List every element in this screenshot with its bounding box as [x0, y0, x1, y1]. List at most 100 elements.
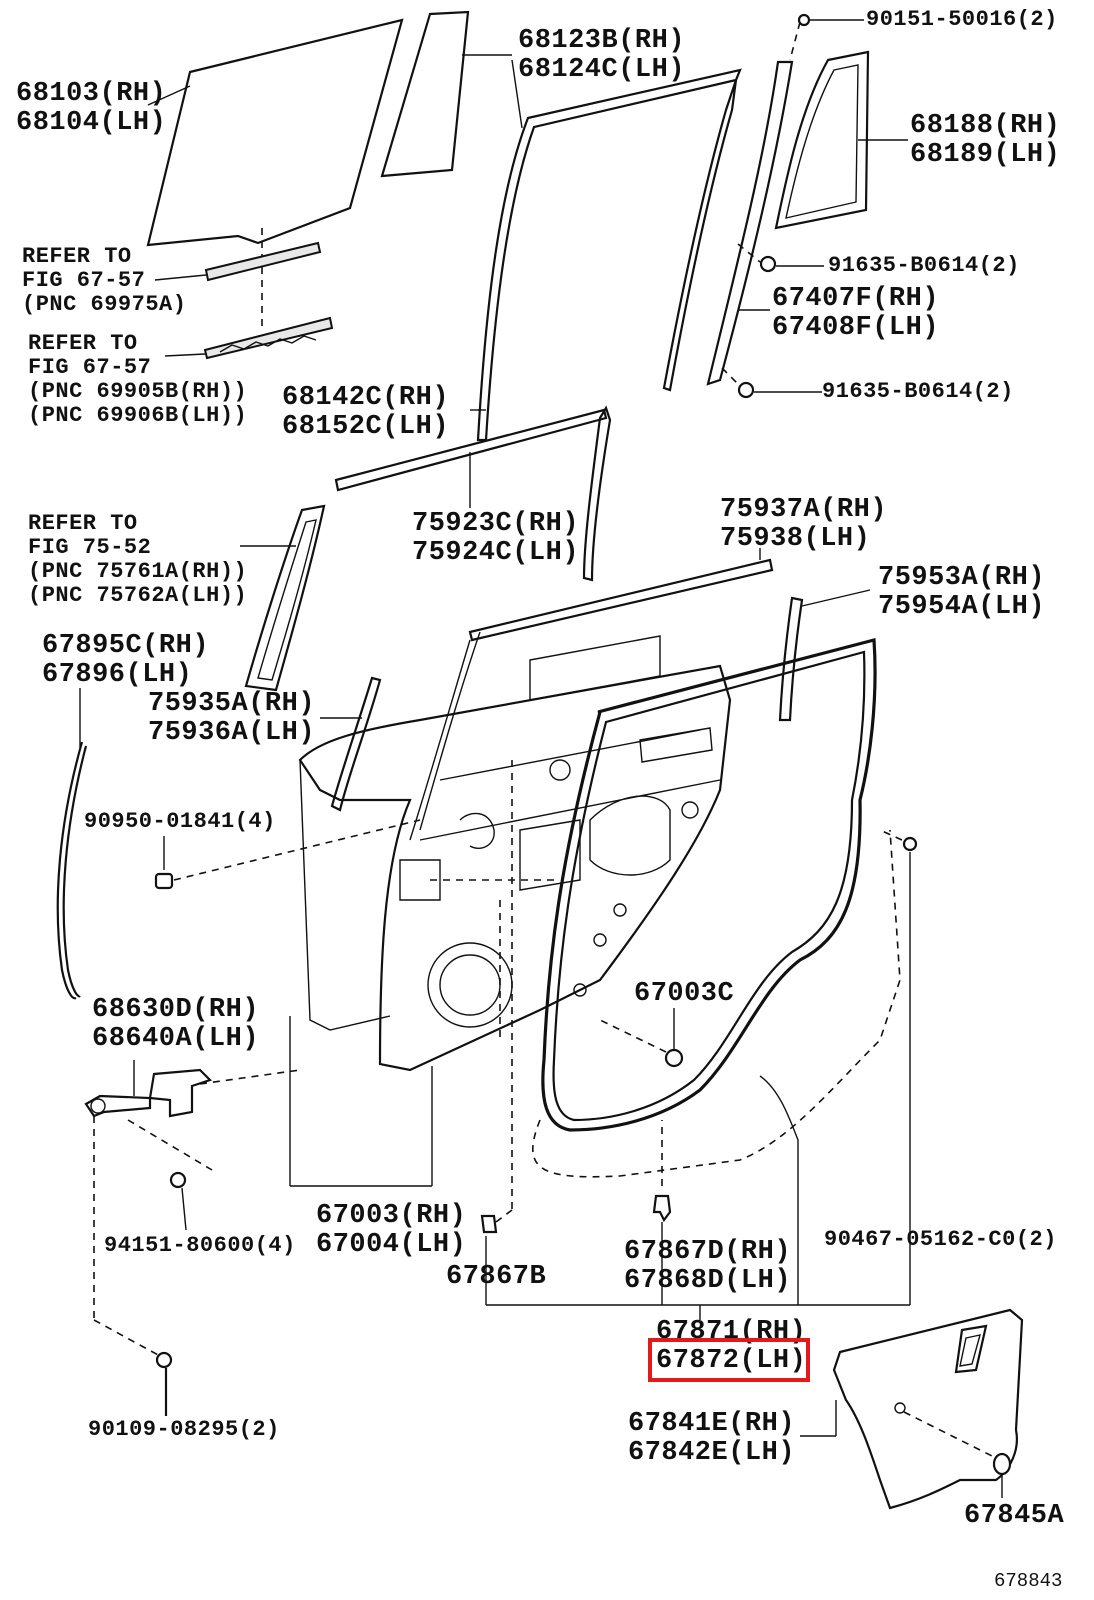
weatherstrip-callout	[486, 1304, 910, 1320]
rear-garnish	[778, 589, 871, 722]
part-number-rh: 75923C(RH)	[412, 509, 580, 539]
label-refer-1: REFER TO FIG 67-57 (PNC 69975A)	[22, 245, 186, 317]
glass-channel-1	[154, 241, 322, 282]
rear-channel-strip	[662, 79, 738, 392]
label-screw-top: 90151-50016(2)	[866, 8, 1058, 32]
part-number-lh: 75924C(LH)	[412, 538, 580, 568]
division-glass	[380, 10, 512, 178]
label-clip-d: 67867D(RH) 67868D(LH)	[624, 1238, 791, 1296]
figure-id: 678843	[994, 1570, 1063, 1592]
grommet-part	[599, 1008, 684, 1068]
label-frame-moulding: 75937A(RH) 75938(LH)	[720, 496, 887, 554]
part-number-lh: 67872(LH)	[656, 1346, 807, 1376]
part-number: 90467-05162-C0(2)	[824, 1227, 1057, 1252]
part-number-rh: 75937A(RH)	[720, 495, 888, 525]
part-number: 91635-B0614(2)	[828, 253, 1020, 278]
panel-callout	[289, 1016, 433, 1187]
label-clip-b: 67867B	[446, 1263, 546, 1292]
pillar-strip	[582, 405, 612, 582]
part-number: 90109-08295(2)	[88, 1417, 280, 1442]
quarter-glass	[774, 50, 908, 230]
label-quarter-glass: 68188(RH) 68189(LH)	[910, 112, 1060, 170]
refer-fig: FIG 75-52	[28, 535, 152, 560]
part-number-rh: 67407F(RH)	[772, 284, 940, 314]
belt-moulding	[334, 408, 608, 508]
service-hole-cover	[800, 1308, 1024, 1510]
part-number-rh: 75953A(RH)	[878, 563, 1046, 593]
part-number-lh: 67408F(LH)	[772, 313, 940, 343]
label-clip-c0: 90467-05162-C0(2)	[824, 1228, 1057, 1252]
refer-pnc-rh: (PNC 75761A(RH))	[28, 559, 248, 584]
part-number-rh: 68142C(RH)	[282, 383, 450, 413]
label-hinge: 68630D(RH) 68640A(LH)	[92, 996, 259, 1054]
frame-moulding	[468, 548, 774, 642]
refer-pnc-rh: (PNC 69905B(RH))	[28, 379, 248, 404]
bolt-lower	[721, 367, 822, 399]
label-cover-plug: 67845A	[964, 1502, 1064, 1531]
refer-pnc-lh: (PNC 69906B(LH))	[28, 403, 248, 428]
part-number: 90950-01841(4)	[84, 809, 276, 834]
label-glass: 68103(RH) 68104(LH)	[16, 80, 166, 138]
part-number: 90151-50016(2)	[866, 7, 1058, 32]
highlight-box	[648, 1338, 810, 1382]
check-bolt	[155, 1351, 173, 1416]
part-number: 91635-B0614(2)	[822, 379, 1014, 404]
part-number-rh: 68123B(RH)	[518, 26, 686, 56]
glass-channel-2	[164, 316, 334, 360]
bolt-upper	[737, 243, 824, 273]
label-service-hole-cover: 67841E(RH) 67842E(LH)	[628, 1410, 795, 1468]
part-number-rh: 68630D(RH)	[92, 995, 260, 1025]
label-bolt-a: 91635-B0614(2)	[828, 254, 1020, 278]
clip-b-part	[480, 1209, 513, 1305]
door-panel	[298, 631, 732, 1210]
part-number: 67867B	[446, 1262, 547, 1292]
part-number-rh: 67003(RH)	[316, 1201, 467, 1231]
part-number: 67845A	[964, 1501, 1065, 1531]
part-number-lh: 67868D(LH)	[624, 1266, 792, 1296]
refer-heading: REFER TO	[28, 511, 138, 536]
part-number-lh: 68189(LH)	[910, 140, 1061, 170]
label-bolt-b: 91635-B0614(2)	[822, 380, 1014, 404]
label-channel: 67407F(RH) 67408F(LH)	[772, 285, 939, 343]
part-number-lh: 75954A(LH)	[878, 592, 1046, 622]
run-channel	[470, 59, 742, 442]
part-number: 94151-80600(4)	[104, 1233, 296, 1258]
label-refer-2: REFER TO FIG 67-57 (PNC 69905B(RH)) (PNC…	[28, 332, 247, 428]
clip-d-part	[652, 1120, 672, 1305]
door-weatherstrip	[531, 637, 901, 1305]
part-number-lh: 68640A(LH)	[92, 1024, 260, 1054]
hinge-bolt	[169, 1171, 187, 1231]
cover-plug-part	[992, 1452, 1012, 1498]
refer-pnc: (PNC 69975A)	[22, 292, 187, 317]
plug-part	[154, 819, 421, 890]
label-door-panel: 67003(RH) 67004(LH)	[316, 1202, 466, 1260]
label-division-bar: 68123B(RH) 68124C(LH)	[518, 27, 685, 85]
label-pillar-garnish: 75953A(RH) 75954A(LH)	[878, 564, 1045, 622]
part-number-lh: 68104(LH)	[16, 108, 167, 138]
part-number-lh: 67896(LH)	[42, 660, 193, 690]
screw-c0	[879, 829, 918, 1305]
door-hinge	[84, 1060, 301, 1357]
refer-pnc-lh: (PNC 75762A(LH))	[28, 583, 248, 608]
part-number-rh: 75935A(RH)	[148, 689, 316, 719]
label-weatherstrip: 67895C(RH) 67896(LH)	[42, 632, 209, 690]
part-number-rh: 68103(RH)	[16, 79, 167, 109]
label-bolt-d: 90109-08295(2)	[88, 1418, 280, 1442]
part-number-rh: 68188(RH)	[910, 111, 1061, 141]
refer-heading: REFER TO	[22, 244, 132, 269]
label-grommet: 67003C	[634, 980, 734, 1009]
pillar-moulding	[320, 676, 382, 812]
label-plug: 90950-01841(4)	[84, 810, 276, 834]
label-run-channel: 68142C(RH) 68152C(LH)	[282, 384, 449, 442]
part-number-rh: 67867D(RH)	[624, 1237, 792, 1267]
part-number-lh: 68124C(LH)	[518, 55, 686, 85]
pillar-garnish-front	[240, 504, 326, 692]
label-belt-moulding: 75923C(RH) 75924C(LH)	[412, 510, 579, 568]
part-number-rh: 67895C(RH)	[42, 631, 210, 661]
label-bolt-c: 94151-80600(4)	[104, 1234, 296, 1258]
part-number-lh: 67004(LH)	[316, 1230, 467, 1260]
part-number-lh: 75938(LH)	[720, 524, 871, 554]
part-number-lh: 75936A(LH)	[148, 718, 316, 748]
